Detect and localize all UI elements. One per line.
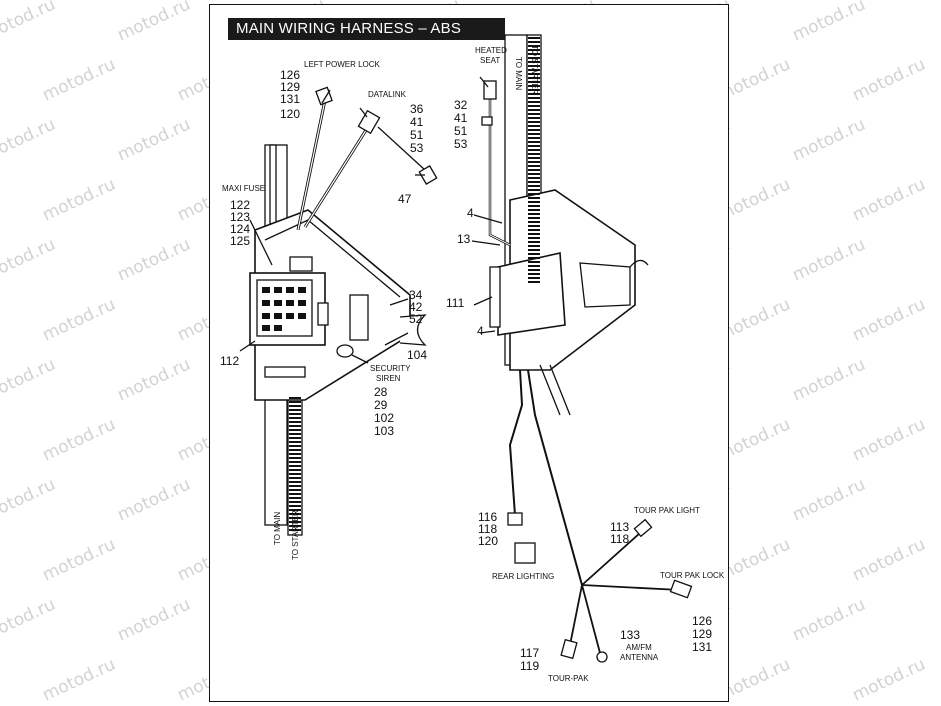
- security-siren-label-1: SECURITY: [370, 364, 411, 373]
- diagram-sheet: MAIN WIRING HARNESS – ABS BRAKES: [209, 4, 729, 702]
- watermark-text: motod.ru: [0, 0, 59, 46]
- watermark-text: motod.ru: [114, 594, 194, 646]
- watermark-text: motod.ru: [0, 594, 59, 646]
- watermark-text: motod.ru: [789, 0, 869, 46]
- heated-seat-callout-3: 51: [454, 124, 468, 138]
- watermark-text: motod.ru: [114, 114, 194, 166]
- watermark-text: motod.ru: [849, 54, 929, 106]
- maxi-fuse-callout-1: 122: [230, 198, 250, 212]
- maxi-fuse-label: MAXI FUSE: [222, 184, 265, 193]
- watermark-text: motod.ru: [789, 234, 869, 286]
- right-conduit-ribs: [528, 37, 540, 283]
- heated-seat-callout-2: 41: [454, 111, 468, 125]
- maxi-fuse-callout-4: 125: [230, 234, 250, 248]
- watermark-text: motod.ru: [0, 234, 59, 286]
- tour-pak-light-callout-1: 113: [610, 520, 629, 534]
- callout-47: 47: [398, 192, 412, 206]
- watermark-text: motod.ru: [789, 474, 869, 526]
- watermark-text: motod.ru: [39, 174, 119, 226]
- left-power-lock-label: LEFT POWER LOCK: [304, 60, 381, 69]
- watermark-text: motod.ru: [849, 174, 929, 226]
- heated-seat-label-2: SEAT: [480, 56, 500, 65]
- maxi-fuse-callout-2: 123: [230, 210, 250, 224]
- watermark-text: motod.ru: [849, 534, 929, 586]
- heated-seat-callout-1: 32: [454, 98, 468, 112]
- datalink-callout-4: 53: [410, 141, 424, 155]
- tour-pak-light-label: TOUR PAK LIGHT: [634, 506, 700, 515]
- to-starter-right-label: TO STARTER: [530, 45, 539, 95]
- rear-lighting-callout-3: 120: [478, 534, 498, 548]
- watermark-text: motod.ru: [789, 594, 869, 646]
- tour-pak-lock-label: TOUR PAK LOCK: [660, 571, 725, 580]
- watermark-text: motod.ru: [39, 414, 119, 466]
- am-fm-label-1: AM/FM: [626, 643, 652, 652]
- callout-42: 42: [409, 300, 423, 314]
- watermark-text: motod.ru: [0, 474, 59, 526]
- security-siren-label-2: SIREN: [376, 374, 401, 383]
- callout-133: 133: [620, 628, 640, 642]
- callout-4-upper: 4: [467, 206, 474, 220]
- callout-111: 111: [446, 296, 465, 310]
- datalink-callout-3: 51: [410, 128, 424, 142]
- left-power-lock-callout-3: 131: [280, 92, 300, 106]
- to-starter-left-label: TO STARTER: [291, 510, 300, 560]
- tour-pak-lock-callout-1: 126: [692, 614, 712, 628]
- security-siren-callout-3: 102: [374, 411, 394, 425]
- watermark-text: motod.ru: [39, 534, 119, 586]
- to-main-label: TO MAIN: [273, 512, 282, 545]
- tour-pak-light-callout-2: 118: [610, 532, 629, 546]
- callout-4-lower: 4: [477, 324, 484, 338]
- callout-52: 52: [409, 312, 423, 326]
- watermark-text: motod.ru: [849, 294, 929, 346]
- heated-seat-label-1: HEATED: [475, 46, 507, 55]
- wiring-harness-illustration: LEFT POWER LOCK 126 129 131 120 DATALINK…: [220, 34, 725, 683]
- tour-pak-lock-callout-3: 131: [692, 640, 712, 654]
- maxi-fuse-block: [249, 256, 329, 346]
- tour-pak-lock-callout-2: 129: [692, 627, 712, 641]
- diagram-title: MAIN WIRING HARNESS – ABS BRAKES: [228, 18, 505, 59]
- tour-pak-callout-2: 119: [520, 659, 539, 673]
- security-siren-callout-1: 28: [374, 385, 388, 399]
- maxi-fuse-callout-3: 124: [230, 222, 250, 236]
- watermark-text: motod.ru: [849, 654, 929, 706]
- callout-112: 112: [220, 354, 239, 368]
- watermark-text: motod.ru: [789, 114, 869, 166]
- rear-lighting-label: REAR LIGHTING: [492, 572, 554, 581]
- datalink-callout-2: 41: [410, 115, 424, 129]
- security-siren-callout-2: 29: [374, 398, 388, 412]
- watermark-text: motod.ru: [39, 294, 119, 346]
- datalink-callout-1: 36: [410, 102, 424, 116]
- heated-seat-callout-4: 53: [454, 137, 468, 151]
- security-siren-callout-4: 103: [374, 424, 394, 438]
- left-power-lock-callout-1: 126: [280, 68, 300, 82]
- watermark-text: motod.ru: [114, 234, 194, 286]
- watermark-text: motod.ru: [39, 54, 119, 106]
- datalink-label: DATALINK: [368, 90, 407, 99]
- watermark-text: motod.ru: [0, 354, 59, 406]
- left-conduit-ribs: [289, 397, 301, 531]
- callout-13: 13: [457, 232, 471, 246]
- callout-34: 34: [409, 288, 423, 302]
- watermark-text: motod.ru: [114, 354, 194, 406]
- to-main-right-label: TO MAIN: [514, 57, 523, 90]
- watermark-text: motod.ru: [39, 654, 119, 706]
- tour-pak-callout-1: 117: [520, 646, 539, 660]
- callout-104: 104: [407, 348, 427, 362]
- watermark-text: motod.ru: [789, 354, 869, 406]
- watermark-text: motod.ru: [849, 414, 929, 466]
- left-harness-assembly: [239, 86, 438, 536]
- watermark-text: motod.ru: [0, 114, 59, 166]
- tour-pak-label: TOUR-PAK: [548, 674, 589, 683]
- watermark-text: motod.ru: [114, 0, 194, 46]
- rear-lighting-callout-2: 118: [478, 522, 497, 536]
- watermark-text: motod.ru: [114, 474, 194, 526]
- right-harness-assembly: [471, 34, 693, 663]
- left-power-lock-callout-2: 129: [280, 80, 300, 94]
- am-fm-label-2: ANTENNA: [620, 653, 659, 662]
- left-power-lock-callout-4: 120: [280, 107, 300, 121]
- rear-lighting-callout-1: 116: [478, 510, 497, 524]
